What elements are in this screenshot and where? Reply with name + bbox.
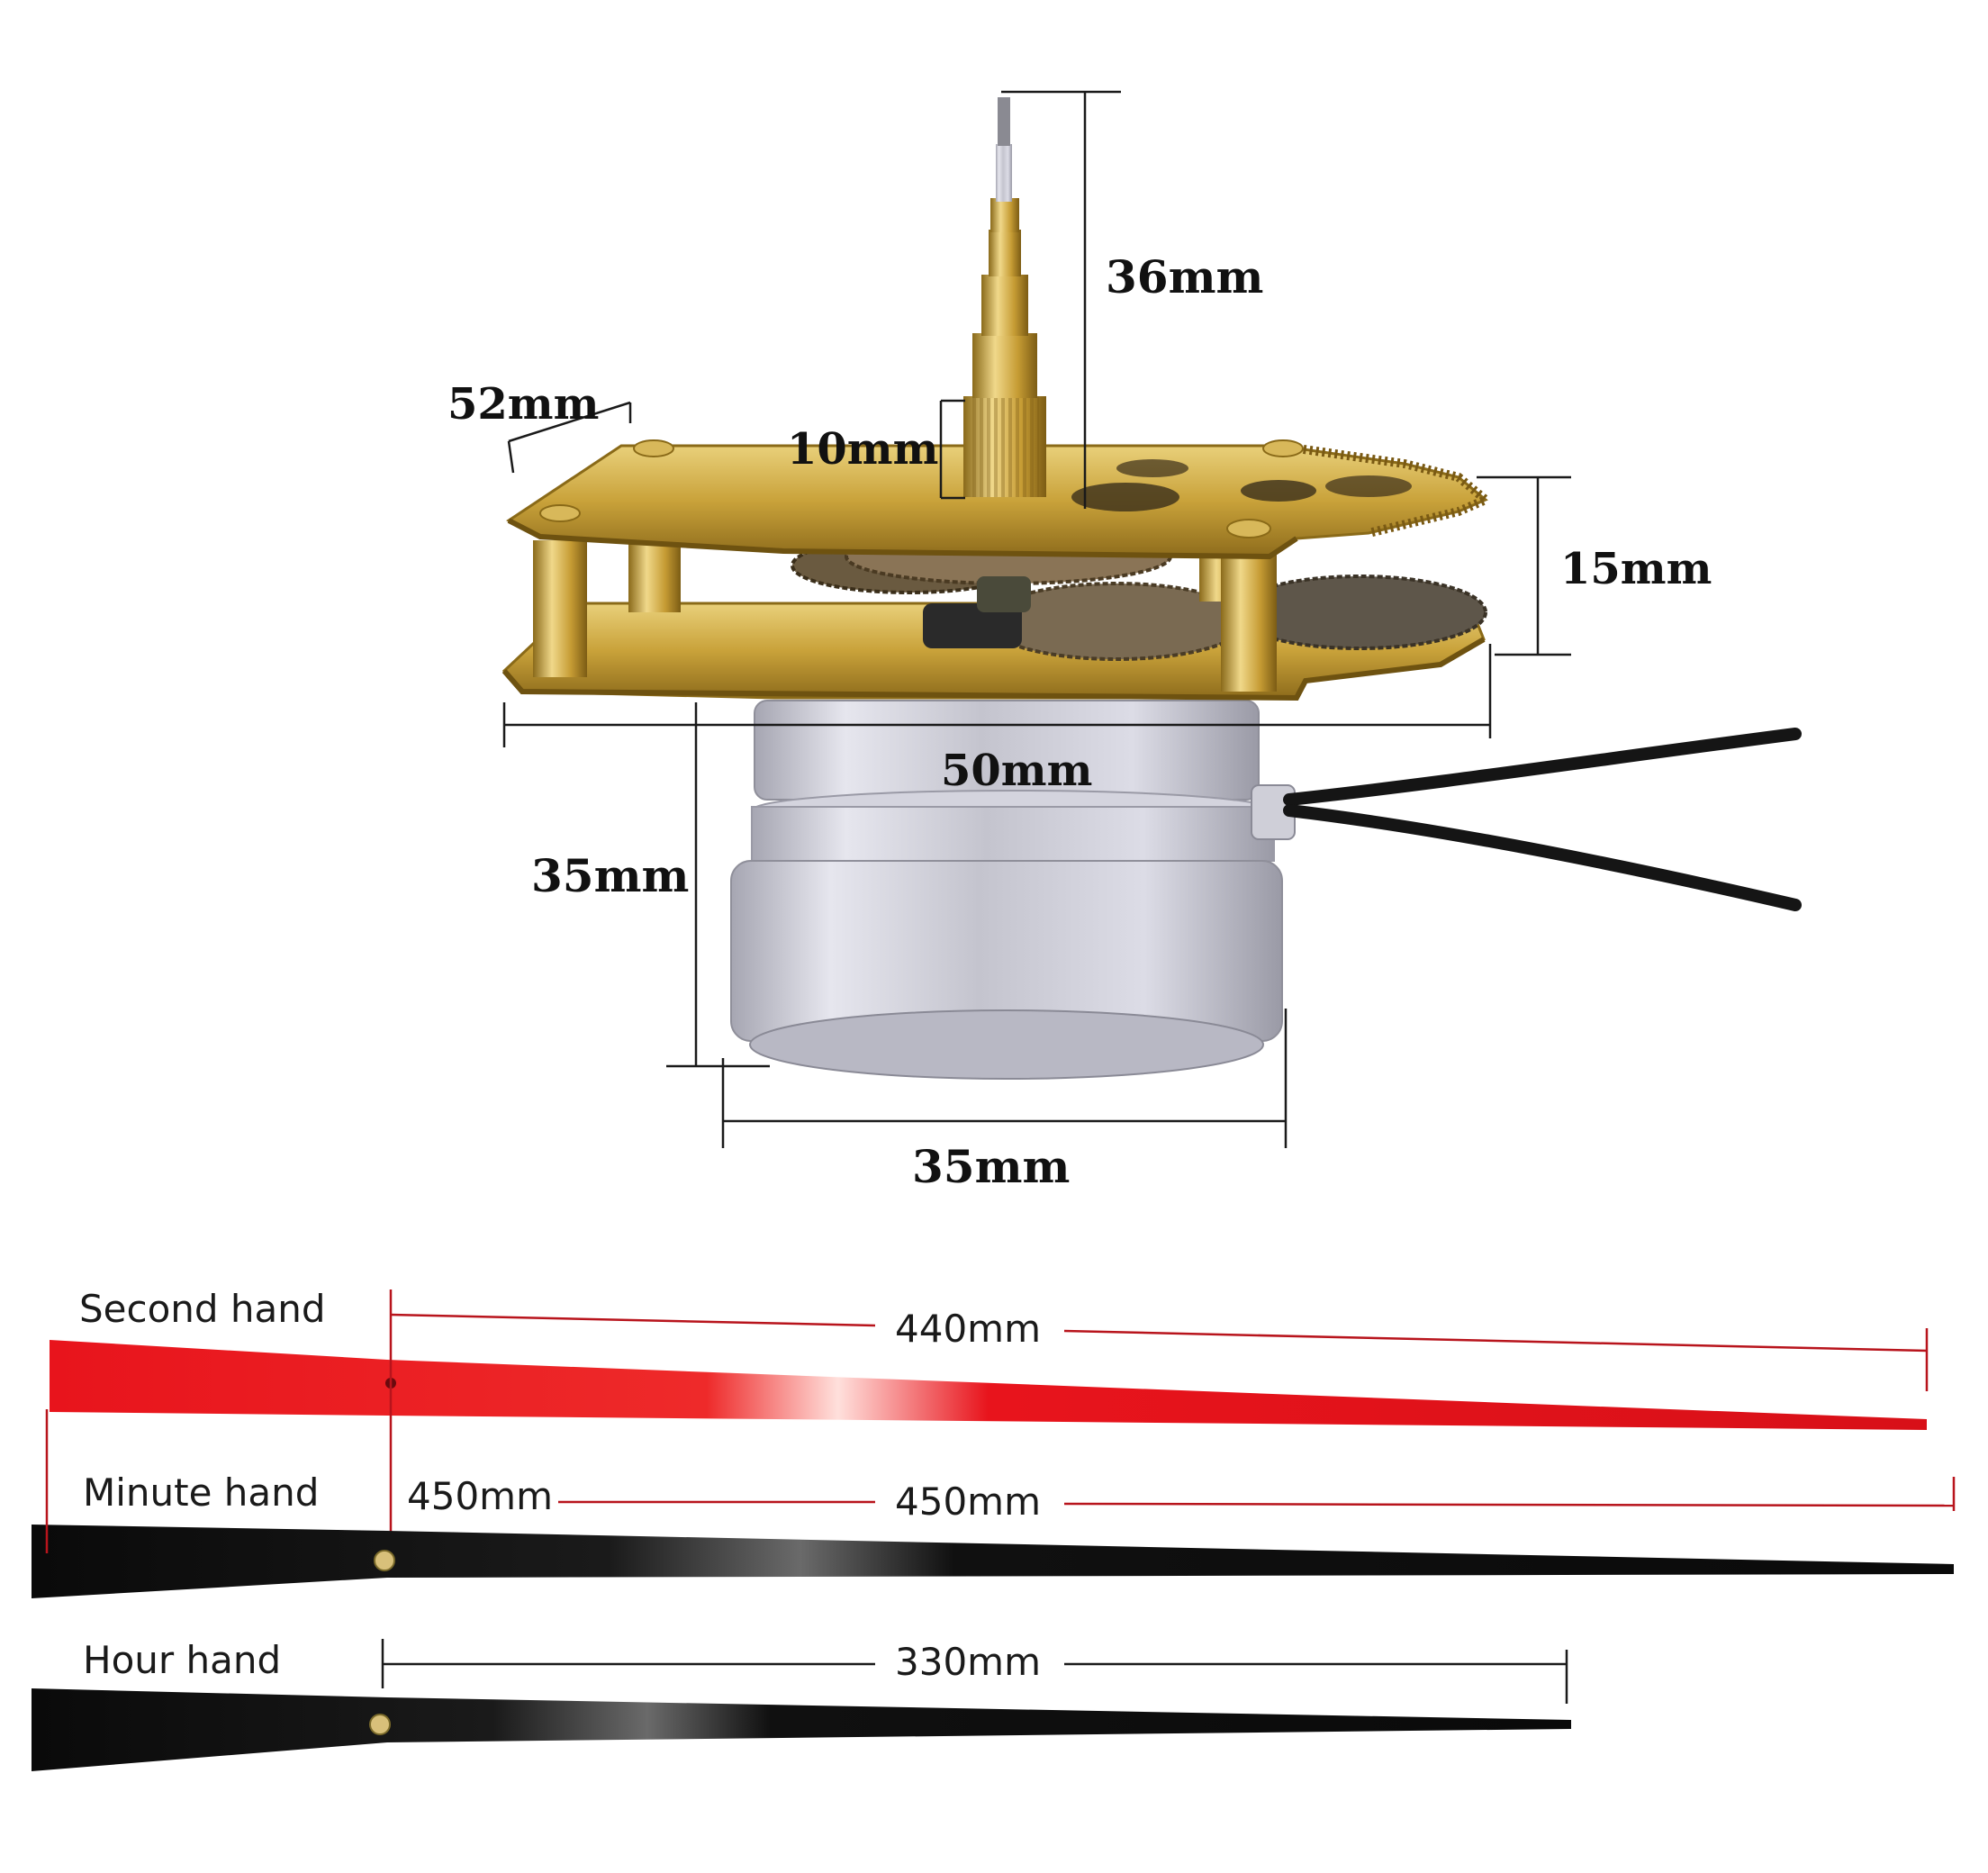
shaft-tip-brass (990, 198, 1019, 232)
lower-plate-edge (502, 637, 1486, 701)
gear-large-right (1232, 575, 1487, 650)
second-hand (50, 1340, 1927, 1430)
hour-hand-group: Hour hand 330mm (32, 1638, 1571, 1771)
minute-hand-group: Minute hand 450mm 450mm (32, 1409, 1956, 1598)
second-hand-label: Second hand (79, 1287, 326, 1331)
upper-plate (506, 439, 1495, 560)
screw-4 (1262, 439, 1304, 457)
pillars (533, 538, 1277, 692)
minute-hand-label: Minute hand (83, 1470, 319, 1515)
movement-dimension-lines (502, 90, 1571, 1148)
power-wires (1283, 728, 1802, 911)
minute-hand-length-left: 450mm (407, 1474, 553, 1518)
hour-hand-pivot (369, 1714, 391, 1735)
screw-3 (1226, 519, 1271, 538)
plate-cutout-1 (1071, 483, 1179, 511)
motor (730, 700, 1296, 1080)
hour-hand (32, 1688, 1571, 1771)
upper-plate-edge (507, 518, 1298, 560)
dim-motor-diameter: 35mm (912, 1140, 1070, 1193)
wire-upper (1283, 728, 1802, 806)
second-hand-length: 440mm (895, 1307, 1041, 1351)
dim-plate-width: 50mm (941, 746, 1092, 796)
pillar-front-left (533, 540, 587, 677)
shaft-upper (989, 230, 1021, 276)
minute-hand-pivot (374, 1550, 395, 1571)
dim-shaft-height: 36mm (1106, 250, 1263, 303)
plate-cutout-3 (1325, 475, 1412, 497)
movement-dimension-labels: 36mm 52mm 10mm 15mm 50mm 35mm 35mm (447, 250, 1712, 1193)
plate-cutout-2 (1241, 480, 1316, 502)
pinion (923, 603, 1022, 648)
motor-base (749, 1009, 1264, 1080)
hour-hand-label: Hour hand (83, 1638, 281, 1682)
shaft-thread (971, 396, 1039, 497)
motor-collar (751, 806, 1275, 862)
screw-2 (539, 504, 581, 522)
shaft-mid (981, 275, 1028, 336)
hour-hand-dimension (381, 1639, 1568, 1704)
hand-shaft (963, 97, 1046, 497)
gear-train (791, 528, 1487, 661)
dim-thread-length: 10mm (787, 424, 938, 475)
dim-gear-stack: 15mm (1560, 544, 1712, 594)
wire-lower (1283, 804, 1802, 911)
shaft-screw-tip (998, 97, 1010, 146)
shaft-pin (996, 144, 1012, 202)
dim-plate-depth: 52mm (447, 379, 599, 430)
dim-motor-height: 35mm (531, 849, 689, 902)
pinion-top (977, 576, 1031, 612)
shaft-collar (972, 333, 1037, 398)
hour-hand-length: 330mm (895, 1640, 1041, 1684)
pillar-front-right (1221, 540, 1277, 692)
screw-1 (633, 439, 674, 457)
minute-hand-length: 450mm (895, 1479, 1041, 1524)
minute-hand-dimension (45, 1409, 1956, 1553)
minute-hand (32, 1525, 1954, 1598)
plate-cutout-4 (1116, 459, 1188, 477)
second-hand-group: Second hand 440mm (50, 1287, 1929, 1553)
second-hand-dimension (389, 1289, 1929, 1553)
pillar-back-left (628, 540, 681, 612)
